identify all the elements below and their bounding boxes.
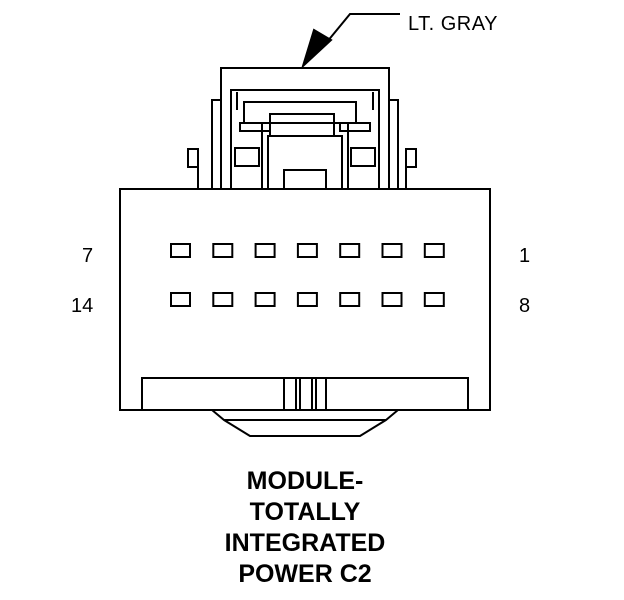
pin-label-7: 7	[82, 245, 94, 267]
pin-cavity	[254, 292, 276, 307]
pin-cavity	[254, 243, 276, 258]
pin-cavity	[423, 292, 445, 307]
pin-label-14: 14	[71, 295, 94, 317]
pin-cavity	[296, 292, 318, 307]
pin-cavity	[212, 243, 234, 258]
pin-cavity	[170, 292, 191, 307]
color-leader-arrow	[300, 13, 400, 70]
pin-label-8: 8	[519, 295, 531, 317]
pin-cavity	[381, 243, 403, 258]
pin-cavity	[170, 243, 191, 258]
connector-latch	[187, 67, 417, 190]
pin-cavity	[339, 292, 361, 307]
title-line-2: TOTALLY	[249, 498, 361, 526]
pin-cavity	[339, 243, 361, 258]
connector-body	[119, 188, 491, 411]
pin-cavity	[423, 243, 445, 258]
pin-label-1: 1	[519, 245, 531, 267]
wire-color-label: LT. GRAY	[408, 13, 498, 35]
connector-bottom-key	[141, 377, 469, 437]
pin-cavity	[212, 292, 234, 307]
pin-cavity	[381, 292, 403, 307]
pin-cavities	[170, 243, 445, 307]
connector-title: MODULE- TOTALLY INTEGRATED POWER C2	[150, 466, 460, 590]
title-line-4: POWER C2	[238, 560, 372, 588]
title-line-3: INTEGRATED	[224, 529, 386, 557]
title-line-1: MODULE-	[246, 467, 364, 495]
pin-cavity	[296, 243, 318, 258]
